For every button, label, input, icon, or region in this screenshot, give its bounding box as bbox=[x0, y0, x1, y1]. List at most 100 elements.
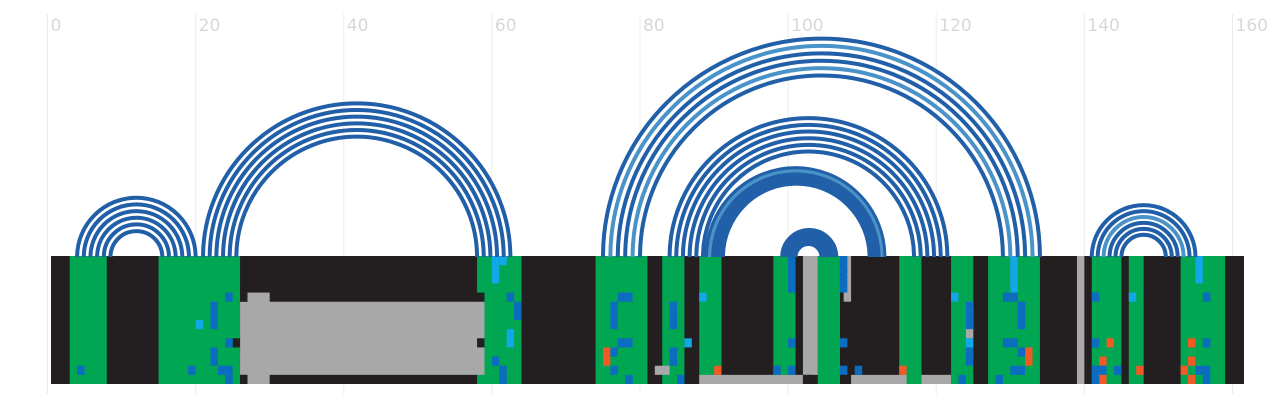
x-tick-label: 140 bbox=[1087, 16, 1119, 36]
arc-layer bbox=[75, 36, 1198, 258]
track-mark-cyan bbox=[1128, 292, 1137, 302]
track-mark-blue bbox=[965, 301, 974, 311]
track-mark-blue bbox=[839, 256, 848, 266]
arc-g2 bbox=[207, 107, 506, 258]
arc-g7 bbox=[1101, 215, 1186, 258]
track-mark-blue bbox=[1202, 374, 1211, 384]
gray-region bbox=[240, 301, 485, 375]
track-mark-blue bbox=[788, 256, 796, 266]
arc-g3 bbox=[638, 73, 1005, 258]
gray-region bbox=[802, 256, 818, 375]
green-block bbox=[1128, 256, 1144, 384]
track-mark-blue bbox=[839, 338, 848, 348]
track-mark-blue bbox=[788, 338, 796, 348]
track-mark-blue bbox=[1017, 320, 1026, 330]
track-mark-blue bbox=[1002, 338, 1011, 348]
track-mark-cyan bbox=[684, 338, 692, 348]
track-mark-orange bbox=[602, 356, 611, 366]
track-mark-blue bbox=[210, 301, 218, 311]
track-mark-blue bbox=[491, 356, 500, 366]
track-mark-blue bbox=[839, 265, 848, 275]
arc-g2 bbox=[227, 128, 486, 258]
track-mark-blue bbox=[225, 365, 233, 375]
track-mark-blue bbox=[1017, 347, 1026, 357]
arc-g1 bbox=[88, 209, 185, 258]
track-mark-blue bbox=[1202, 338, 1211, 348]
track-mark-blue bbox=[965, 320, 974, 330]
arc-g1 bbox=[81, 202, 191, 258]
track-black-cell bbox=[802, 374, 811, 384]
arc-g4 bbox=[680, 129, 937, 258]
track-mark-orange bbox=[1106, 338, 1114, 348]
track-mark-orange bbox=[1025, 356, 1033, 366]
track-mark-blue bbox=[610, 301, 618, 311]
track-mark-blue bbox=[1017, 301, 1026, 311]
green-block bbox=[899, 256, 922, 384]
track-mark-blue bbox=[1099, 365, 1107, 375]
track-mark-blue bbox=[610, 365, 618, 375]
track-mark-blue bbox=[188, 365, 196, 375]
arc-g4 bbox=[694, 142, 923, 258]
track-mark-blue bbox=[965, 356, 974, 366]
track-mark-blue bbox=[210, 320, 218, 330]
track-black-cell bbox=[232, 338, 241, 348]
arc-g3 bbox=[608, 44, 1035, 258]
track-mark-blue bbox=[788, 365, 796, 375]
track-mark-blue bbox=[210, 356, 218, 366]
arc-g5 bbox=[720, 181, 872, 258]
arc-g6 bbox=[782, 230, 836, 258]
track-mark-blue bbox=[788, 265, 796, 275]
track-mark-blue bbox=[965, 310, 974, 320]
track-mark-blue bbox=[1091, 338, 1100, 348]
track-mark-cyan bbox=[965, 338, 974, 348]
track-mark-blue bbox=[677, 374, 685, 384]
gray-region bbox=[699, 374, 803, 384]
green-block bbox=[817, 256, 840, 384]
track-mark-blue bbox=[499, 374, 507, 384]
track-mark-blue bbox=[625, 292, 633, 302]
arc-g1 bbox=[95, 215, 178, 258]
track-mark-blue bbox=[514, 310, 522, 320]
track-mark-cyan bbox=[1010, 274, 1018, 284]
track-mark-blue bbox=[506, 292, 515, 302]
x-tick-label: 160 bbox=[1236, 16, 1268, 36]
track-mark-cyan bbox=[506, 338, 515, 348]
track-mark-orange bbox=[1025, 347, 1033, 357]
track-mark-blue bbox=[610, 320, 618, 330]
track-mark-blue bbox=[610, 310, 618, 320]
x-tick-label: 40 bbox=[347, 16, 369, 36]
track-mark-orange bbox=[1099, 356, 1107, 366]
track-mark-blue bbox=[610, 347, 618, 357]
track-mark-blue bbox=[225, 292, 233, 302]
arc-g5 bbox=[707, 169, 884, 258]
track-mark-blue bbox=[788, 274, 796, 284]
track-mark-blue bbox=[210, 310, 218, 320]
track-mark-orange bbox=[899, 365, 907, 375]
track-mark-blue bbox=[1002, 292, 1011, 302]
arc-g5 bbox=[714, 175, 878, 258]
track-mark-blue bbox=[854, 365, 863, 375]
arc-g4 bbox=[667, 116, 950, 258]
track-mark-orange bbox=[714, 365, 722, 375]
track-mark-orange bbox=[1136, 365, 1144, 375]
arc-g2 bbox=[201, 101, 513, 258]
arc-g6 bbox=[788, 236, 830, 258]
track-mark-blue bbox=[217, 365, 226, 375]
gray-region bbox=[247, 292, 270, 384]
arc-g4 bbox=[687, 136, 930, 258]
arc-g3 bbox=[615, 51, 1028, 258]
arc-g2 bbox=[234, 134, 480, 258]
arc-g1 bbox=[108, 229, 165, 258]
arc-g4 bbox=[674, 123, 943, 258]
track-mark-blue bbox=[1010, 292, 1018, 302]
track-black-cell bbox=[477, 292, 485, 302]
track-mark-blue bbox=[617, 292, 626, 302]
x-tick-label: 20 bbox=[199, 16, 221, 36]
track-mark-blue bbox=[669, 310, 678, 320]
arc-g6 bbox=[785, 233, 833, 258]
track-mark-blue bbox=[1091, 374, 1100, 384]
track-mark-blue bbox=[617, 338, 626, 348]
track-mark-cyan bbox=[491, 265, 500, 275]
